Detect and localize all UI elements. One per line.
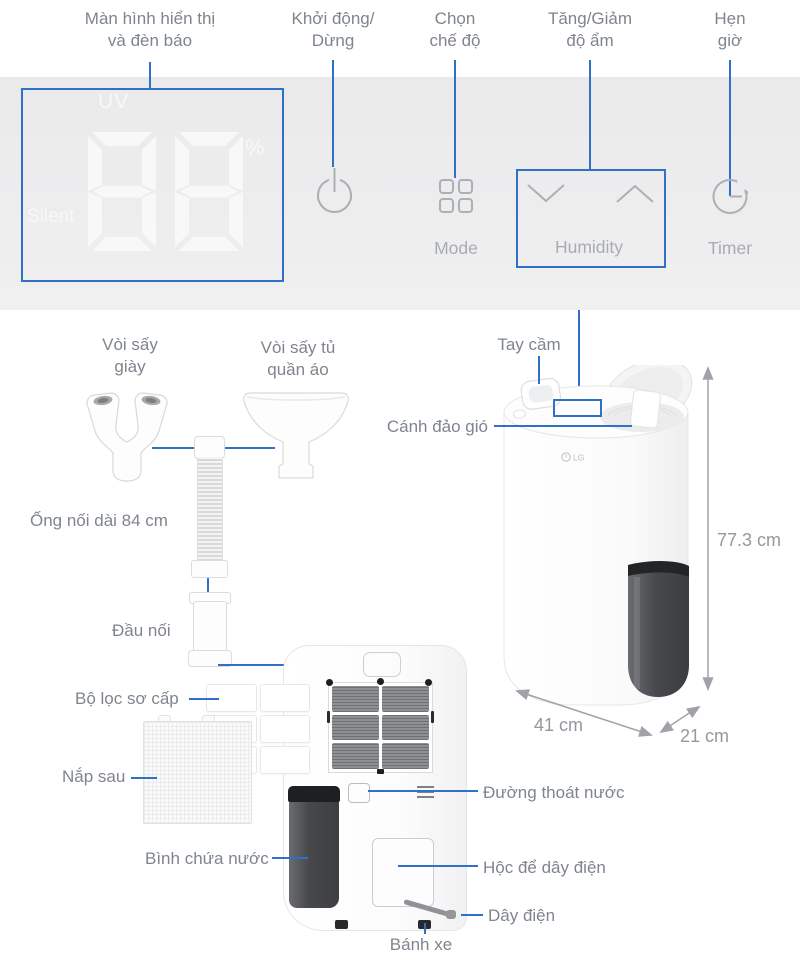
vent-slits	[417, 786, 434, 801]
rear-cover-label: Nắp sau	[62, 767, 126, 786]
device-top-controls-box	[553, 399, 602, 417]
dimension-width: 41 cm	[534, 715, 584, 735]
lg-logo: LG	[561, 452, 584, 463]
timer-clock-icon	[712, 179, 749, 214]
pre-filter-label: Bộ lọc sơ cấp	[75, 689, 179, 708]
grille-clip	[431, 711, 434, 723]
dehumidifier-side-view: LG	[503, 365, 714, 737]
power-cord-plug	[446, 910, 456, 919]
drain-outlet-label: Đường thoát nước	[483, 783, 625, 802]
uv-indicator: UV	[98, 90, 130, 113]
line-cord-compartment	[398, 865, 478, 867]
hose-top-cap	[194, 436, 225, 459]
rear-cover-tab	[202, 715, 215, 722]
cord-compartment-door	[372, 838, 434, 907]
water-tank-rim	[288, 786, 340, 802]
handle-label: Tay cầm	[497, 335, 561, 354]
water-tank-body	[289, 802, 339, 908]
line-swing-louver	[494, 425, 632, 427]
line-handle	[538, 356, 540, 384]
callout-mode-label: Chọn chế độ	[429, 9, 481, 50]
connector-body	[193, 601, 227, 653]
seven-segment-digit-2	[175, 132, 243, 251]
line-hose-to-funnel	[223, 447, 275, 449]
line-drain-outlet	[368, 790, 478, 792]
humidity-outline-box	[516, 169, 666, 268]
swing-louver-label: Cánh đảo gió	[386, 417, 488, 436]
callout-humidity-label: Tăng/Giảm độ ẩm	[547, 9, 633, 50]
line-power-cord	[461, 914, 483, 916]
chevron-down-icon	[527, 184, 565, 202]
extension-hose-label: Ống nối dài 84 cm	[30, 511, 168, 530]
hose-end-ring	[191, 560, 228, 578]
humidity-button-label: Humidity	[554, 237, 624, 257]
water-tank-label: Bình chứa nước	[145, 849, 269, 868]
grille-clip	[327, 711, 330, 723]
display-outline-box	[21, 88, 284, 282]
line-water-tank	[272, 857, 308, 859]
mode-button-label: Mode	[434, 238, 478, 258]
drain-outlet	[348, 783, 370, 803]
dimension-depth: 21 cm	[680, 726, 730, 746]
connector-label: Đầu nối	[112, 621, 171, 640]
shoe-nozzle-drawing	[86, 392, 168, 482]
leader-power	[332, 60, 334, 167]
wheel	[335, 920, 348, 929]
mode-grid-icon	[439, 179, 473, 213]
leader-panel-to-device	[578, 310, 580, 399]
top-handle	[512, 377, 562, 419]
callout-timer-label: Hẹn giờ	[714, 9, 746, 50]
line-shoe-to-hose	[152, 447, 195, 449]
wardrobe-nozzle-drawing	[243, 392, 349, 479]
svg-text:LG: LG	[573, 453, 584, 463]
power-cord-label: Dây điện	[488, 906, 556, 925]
dimension-height: 77.3 cm	[717, 530, 782, 550]
seven-segment-digit-1	[88, 132, 156, 251]
line-rear-cover	[131, 777, 157, 779]
dimension-arrows	[515, 366, 714, 737]
rear-cover-drawing	[143, 721, 252, 824]
wardrobe-nozzle-label: Vòi sấy tủ quần áo	[260, 338, 336, 379]
leader-display	[149, 62, 151, 89]
grille-clip	[377, 678, 384, 685]
silent-indicator: Silent	[27, 206, 75, 227]
timer-button-label: Timer	[707, 238, 753, 258]
chevron-up-icon	[616, 185, 654, 203]
grille-clip	[326, 679, 333, 686]
grille-clip	[377, 769, 384, 774]
callout-display-label: Màn hình hiển thị và đèn báo	[84, 9, 216, 50]
leader-mode	[454, 60, 456, 178]
callout-power-label: Khởi động/ Dừng	[291, 9, 375, 50]
carry-handle-recess	[363, 652, 401, 677]
hose-corrugated-tube	[197, 457, 223, 560]
power-icon	[317, 168, 352, 213]
side-water-tank	[628, 560, 689, 697]
dehumidifier-back-view	[283, 645, 467, 931]
line-pre-filter	[189, 698, 219, 700]
shoe-nozzle-label: Vòi sấy giày	[102, 335, 158, 376]
louver-support	[630, 389, 661, 429]
air-intake-grille	[328, 682, 433, 773]
line-wheels	[424, 923, 426, 934]
connector-flange-bottom	[188, 650, 232, 667]
leader-timer	[729, 60, 731, 196]
wheels-label: Bánh xe	[389, 935, 453, 954]
leader-humidity	[589, 60, 591, 169]
rear-cover-tab	[158, 715, 171, 722]
line-hose-to-connector	[207, 578, 209, 592]
cord-compartment-label: Hộc để dây điện	[483, 858, 606, 877]
percent-sign: %	[245, 135, 265, 160]
grille-clip	[425, 679, 432, 686]
